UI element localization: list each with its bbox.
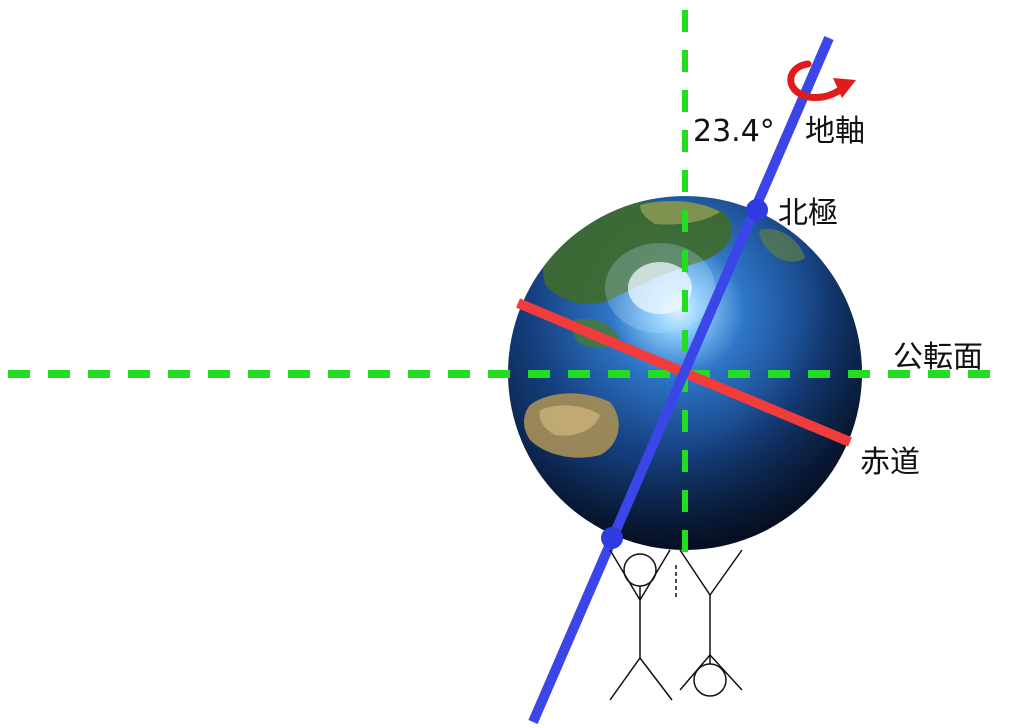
south-pole-dot: [601, 527, 623, 549]
tilt-angle-label: 23.4°: [693, 114, 775, 149]
equator-label: 赤道: [860, 445, 920, 480]
stick-figure-upside-down: [679, 549, 743, 697]
north-pole-label: 北極: [778, 196, 838, 231]
earth-axis-line: [528, 36, 834, 724]
stick-figure-upright: [609, 549, 673, 701]
orbital-plane-label: 公転面: [893, 340, 983, 375]
counterclockwise-rotation-arrow-icon: [787, 60, 856, 101]
north-pole-dot: [746, 199, 768, 221]
earth-axis-label: 地軸: [805, 114, 865, 149]
